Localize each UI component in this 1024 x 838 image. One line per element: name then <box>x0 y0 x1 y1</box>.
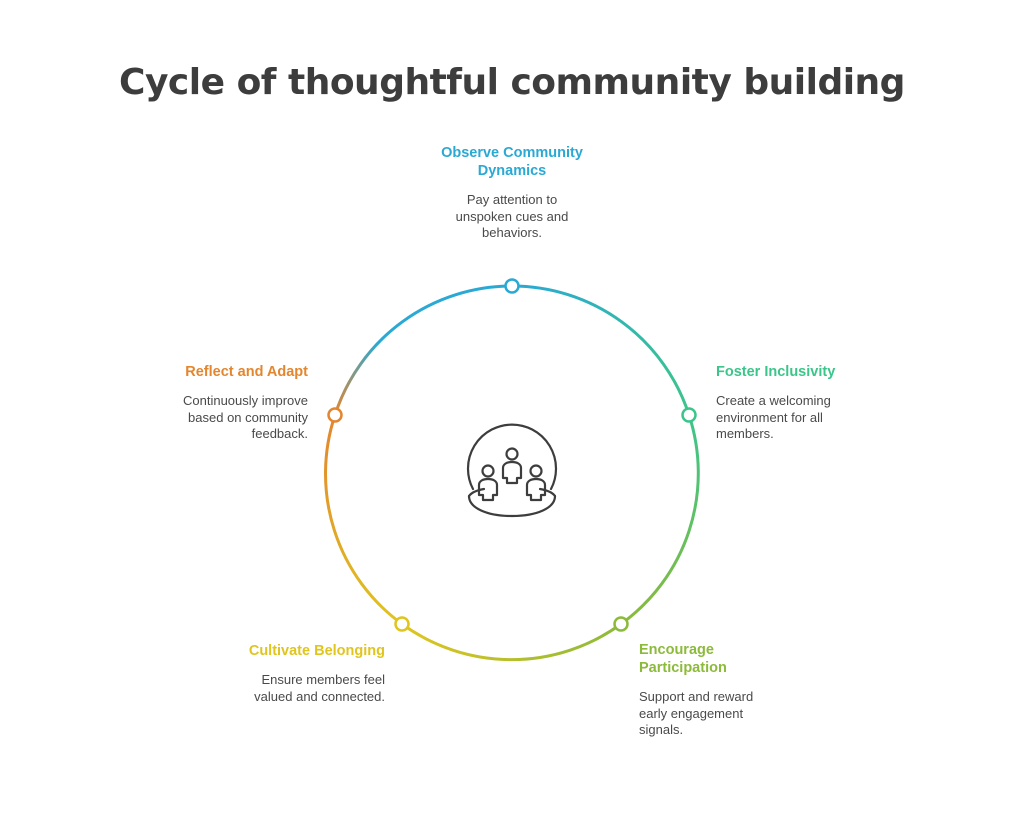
community-people-icon <box>466 423 558 518</box>
node-foster <box>681 407 697 423</box>
arc-observe-to-foster <box>511 284 691 416</box>
step-title-encourage: Encourage Participation <box>639 642 727 676</box>
step-desc-foster: Create a welcoming environment for all m… <box>716 393 831 441</box>
step-title-reflect: Reflect and Adapt <box>185 364 308 380</box>
step-title-observe: Observe Community Dynamics <box>441 145 583 179</box>
step-desc-cultivate: Ensure members feel valued and connected… <box>254 672 385 704</box>
step-foster: Foster Inclusivity Create a welcoming en… <box>716 363 856 443</box>
arc-encourage-to-cultivate <box>401 622 622 662</box>
node-encourage <box>613 616 629 632</box>
step-cultivate: Cultivate Belonging Ensure members feel … <box>225 642 385 705</box>
arc-reflect-to-observe <box>333 284 513 416</box>
step-title-foster: Foster Inclusivity <box>716 364 836 380</box>
node-observe <box>504 278 520 294</box>
step-desc-reflect: Continuously improve based on community … <box>182 393 308 441</box>
step-title-cultivate: Cultivate Belonging <box>248 643 385 659</box>
diagram-title: Cycle of thoughtful community building <box>119 62 905 103</box>
step-reflect: Reflect and Adapt Continuously improve b… <box>168 363 308 443</box>
node-cultivate <box>394 616 410 632</box>
step-desc-observe: Pay attention to unspoken cues and behav… <box>455 192 569 240</box>
step-desc-encourage: Support and reward early engagement sign… <box>639 689 754 737</box>
arc-cultivate-to-reflect <box>324 414 403 626</box>
arc-foster-to-encourage <box>620 414 700 626</box>
node-reflect <box>327 407 343 423</box>
step-observe: Observe Community Dynamics Pay attention… <box>435 144 589 242</box>
step-encourage: Encourage Participation Support and rewa… <box>639 641 769 739</box>
